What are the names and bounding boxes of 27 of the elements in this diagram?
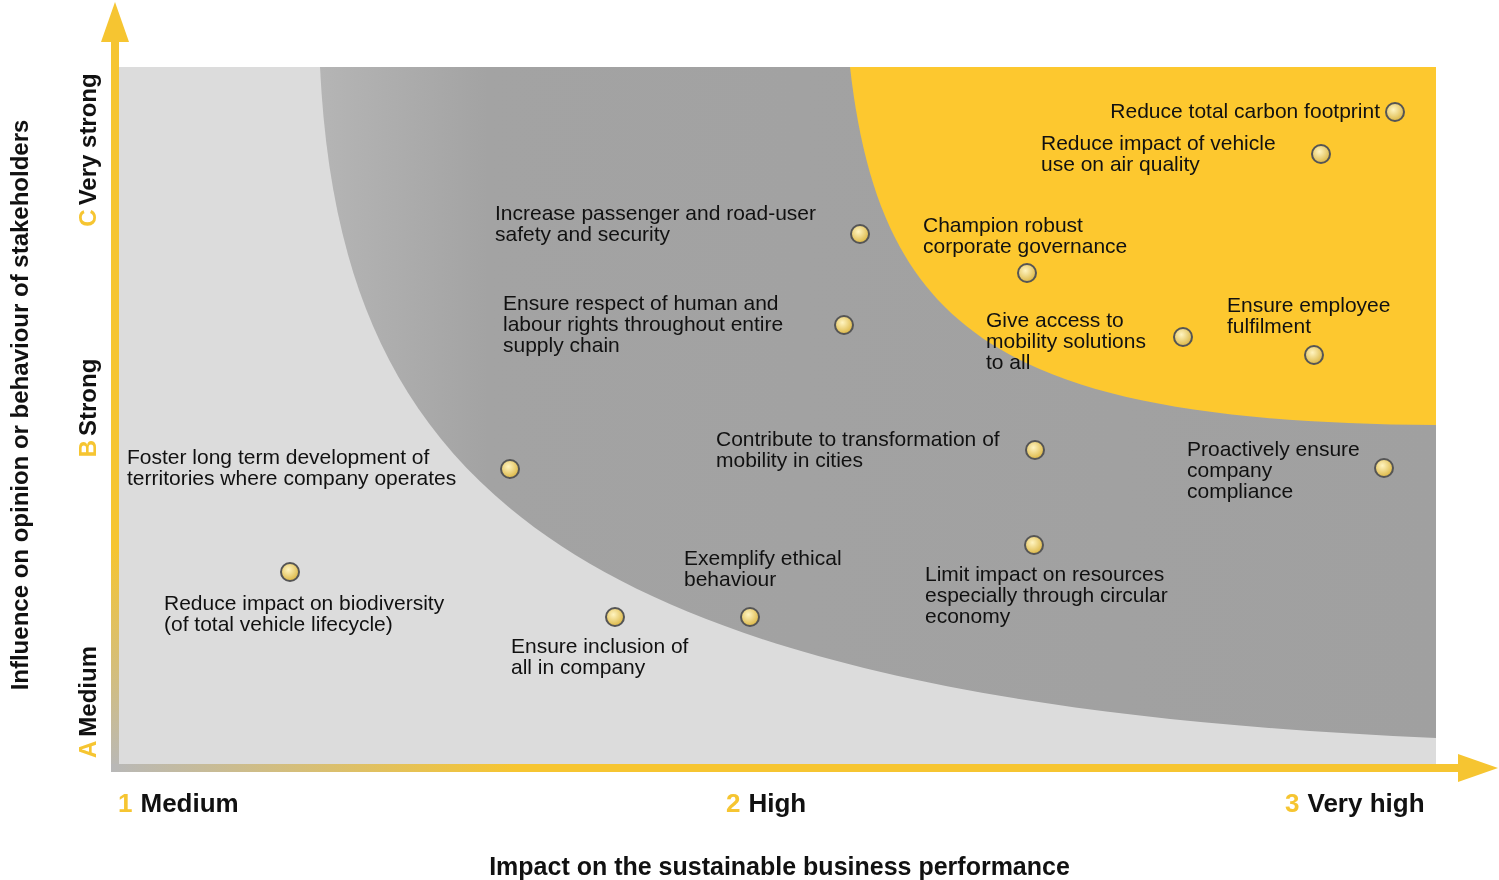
tick-label: Medium [140,787,239,820]
tick-label: Very strong [73,73,102,206]
point-label: Increase passenger and road-user safety and security [495,202,818,244]
y-axis-title: Influence on opinion or behaviour of stakeholders [5,119,34,691]
tick-label: Strong [73,358,102,436]
point-label: Ensure respect of human and labour rights throughout entire supply chain [503,292,785,355]
point-label: Exemplify ethical behaviour [684,547,843,589]
point-label: Limit impact on resources especially through circular economy [925,563,1169,626]
x-axis-title: Impact on the sustainable business performance [489,851,1070,880]
tick-letter: B [73,440,102,458]
tick-label: High [748,787,807,820]
tick-letter: C [73,209,102,227]
tick-label: Medium [73,646,102,737]
point-label: Reduce total carbon footprint [1109,100,1380,121]
point-label: Contribute to transformation of mobility in cities [716,428,1001,470]
tick-number: 3 [1285,787,1300,820]
point-label: Proactively ensure company compliance [1187,438,1361,501]
point-label: Reduce impact on biodiversity (of total vehicle lifecycle) [164,592,446,634]
tick-number: 1 [118,787,133,820]
point-label: Ensure inclusion of all in company [511,635,690,677]
point-label: Ensure employee fulfilment [1227,294,1392,336]
tick-number: 2 [726,787,741,820]
point-label: Foster long term development of territories where company operates [127,446,458,488]
tick-letter: A [73,740,102,758]
tick-label: Very high [1307,787,1425,820]
point-label: Champion robust corporate governance [923,214,1129,256]
point-label: Reduce impact of vehicle use on air quality [1041,132,1277,174]
